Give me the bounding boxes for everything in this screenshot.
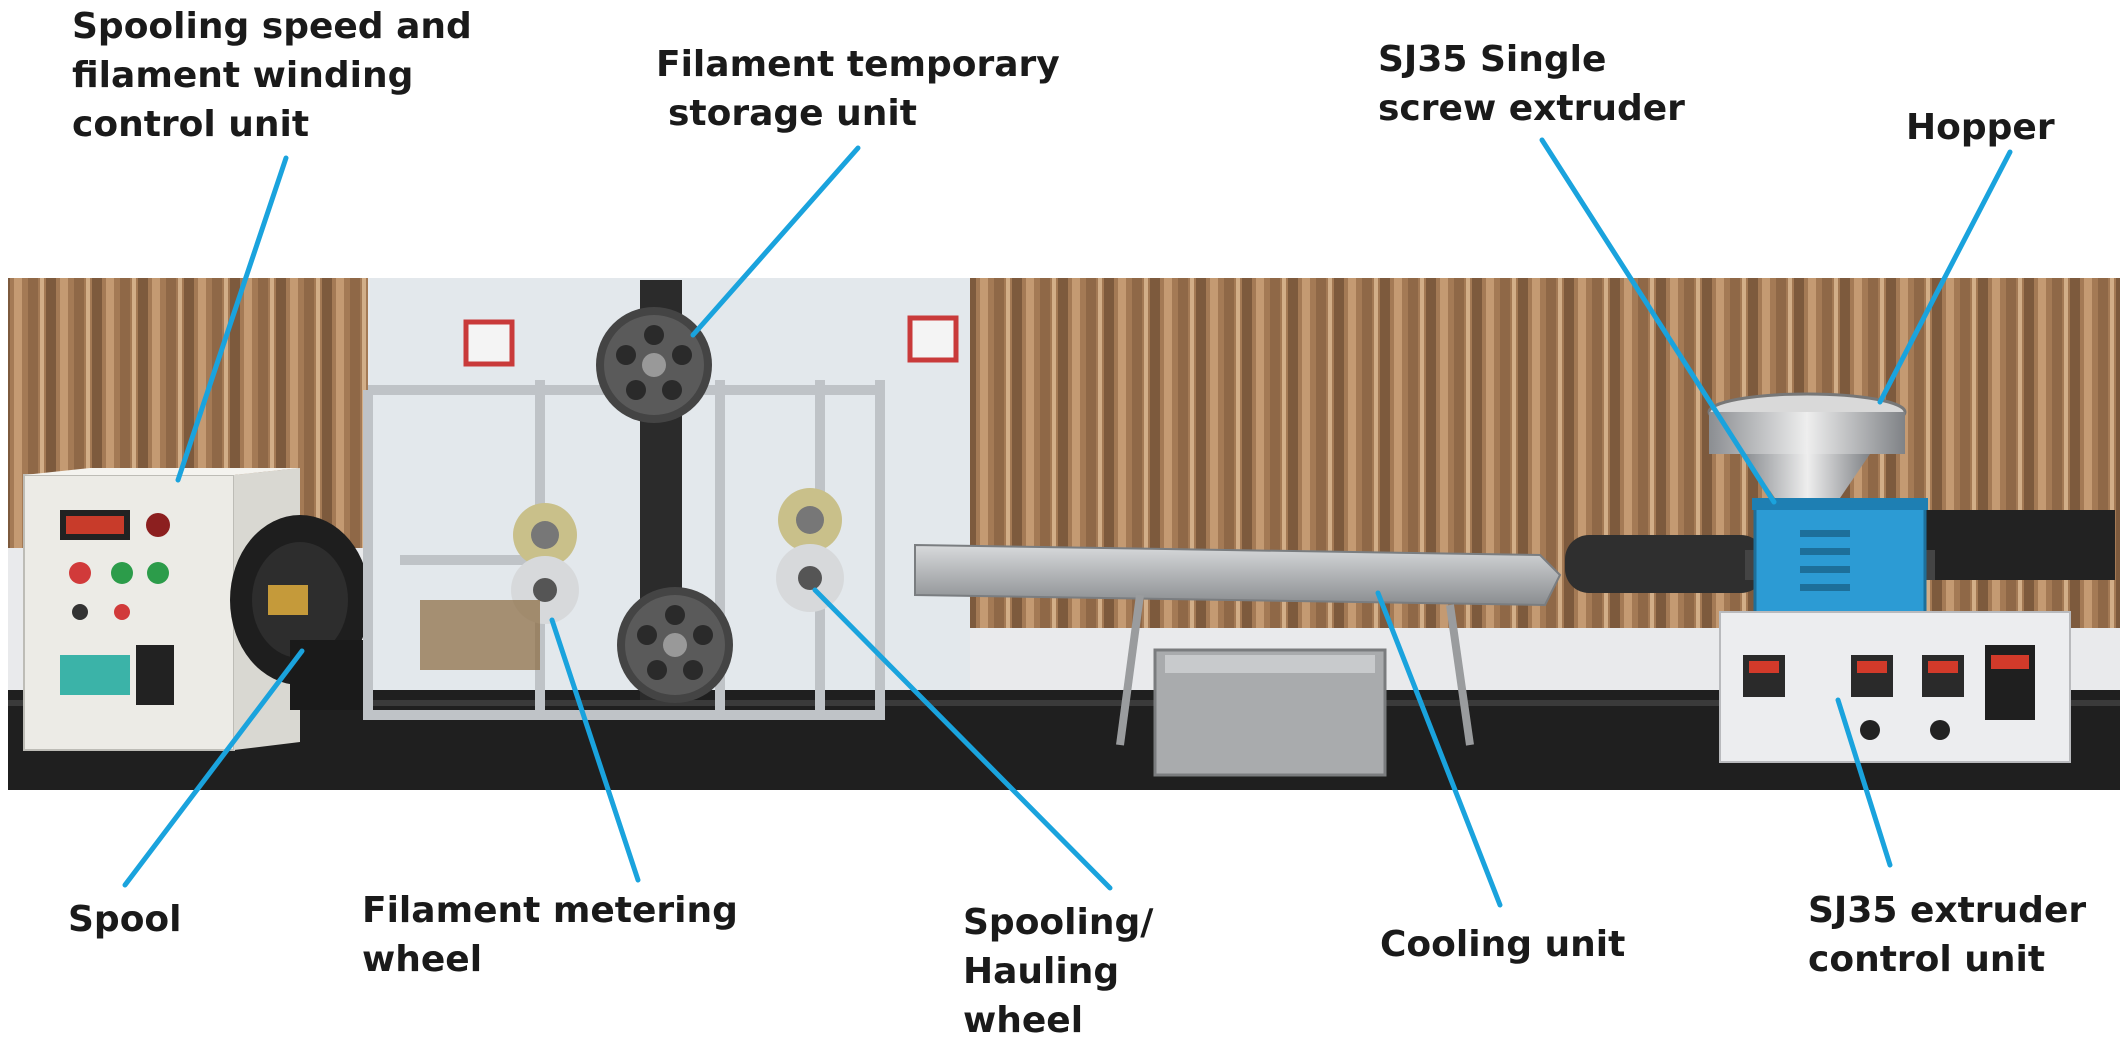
label-hauling-wheel: Spooling/ Hauling wheel: [963, 902, 1154, 1041]
spool-icon: [230, 515, 370, 710]
extruder-body: [1752, 498, 1928, 617]
label-spooling-control-unit: Spooling speed and filament winding cont…: [72, 6, 472, 145]
label-cooling-unit: Cooling unit: [1380, 924, 1626, 965]
leader-line: [122, 137, 2013, 908]
label-hopper: Hopper: [1906, 107, 2055, 148]
label-single-screw-extruder: SJ35 Single screw extruder: [1378, 39, 1685, 129]
label-extruder-control-unit: SJ35 extruder control unit: [1808, 890, 2087, 980]
extruder-control-box: [1719, 611, 2071, 763]
label-metering-wheel: Filament metering wheel: [362, 890, 738, 980]
label-spool: Spool: [68, 899, 182, 940]
cooling-unit: [914, 543, 1562, 777]
wall-sockets: [463, 315, 959, 367]
label-filament-storage-unit: Filament temporary storage unit: [656, 44, 1060, 134]
hauling-wheel: [776, 488, 844, 612]
wheel-icon: [596, 307, 733, 703]
metering-wheel: [420, 503, 579, 670]
aluminium-frame: [363, 380, 885, 720]
spooling-control-box: [23, 468, 300, 751]
